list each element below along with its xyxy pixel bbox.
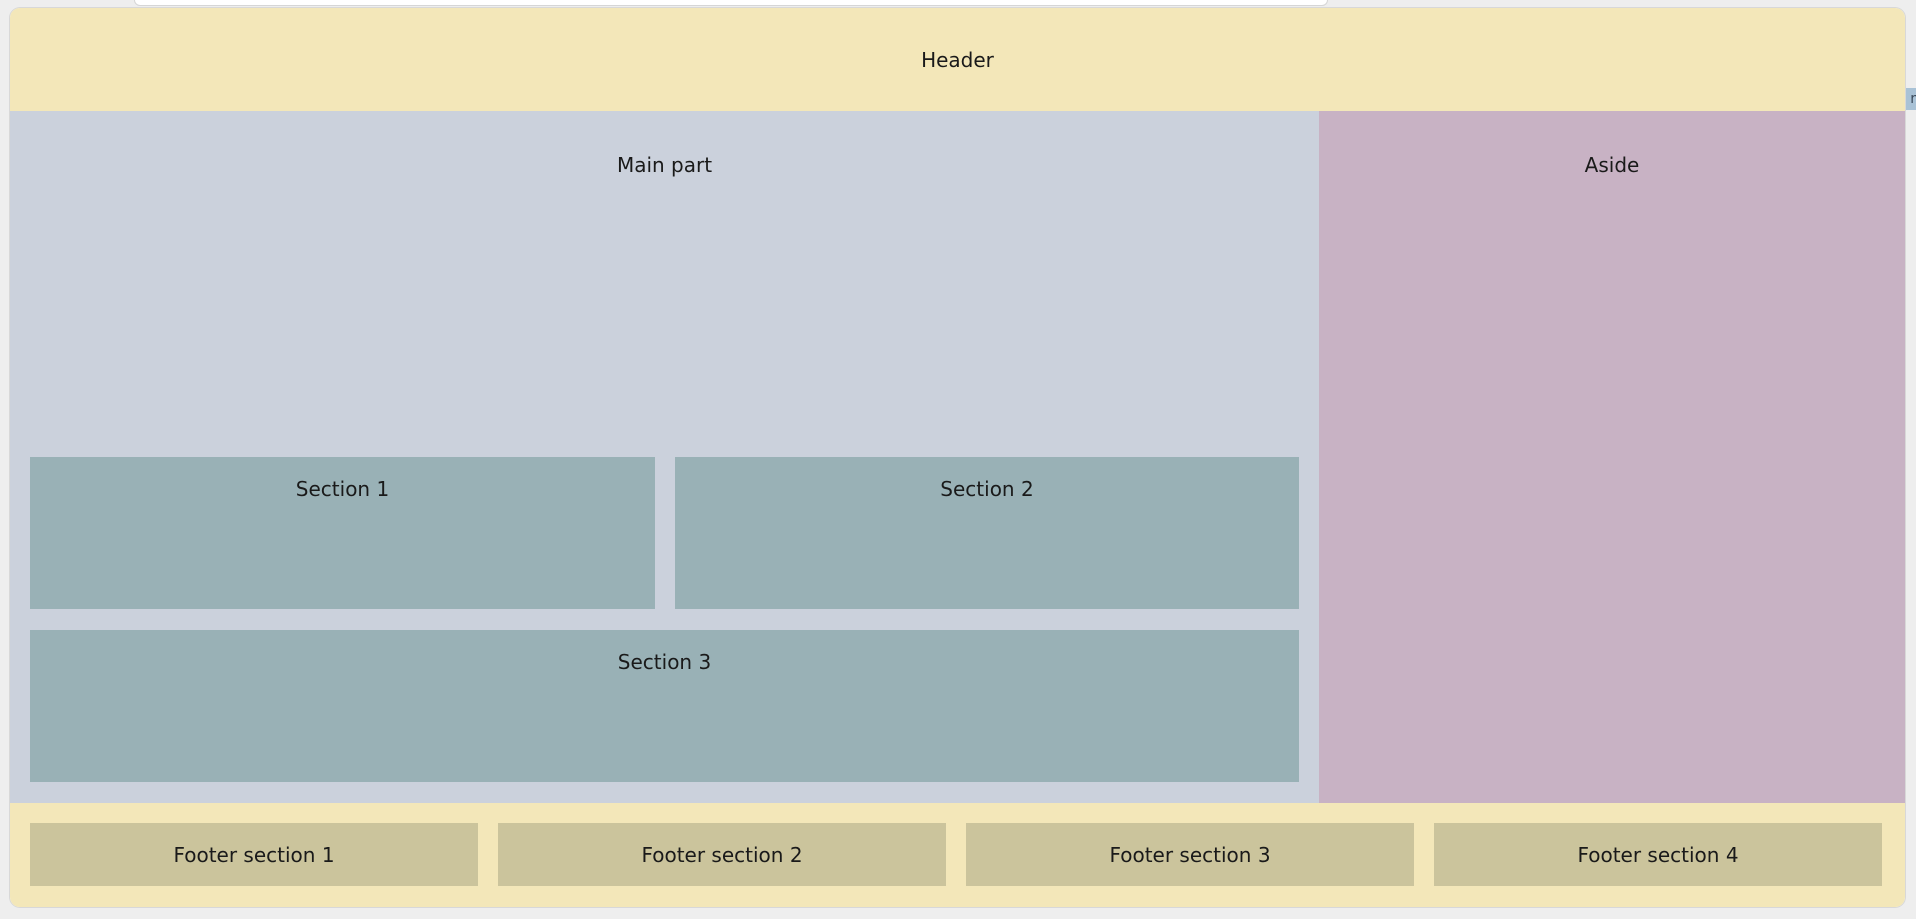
section-2-label: Section 2 <box>940 477 1034 501</box>
footer-section-1: Footer section 1 <box>30 823 478 886</box>
header-title: Header <box>921 47 994 72</box>
footer-section-4-label: Footer section 4 <box>1577 842 1739 867</box>
section-1-label: Section 1 <box>295 477 390 501</box>
section-1: Section 1 <box>30 457 655 609</box>
aside: Aside <box>1319 111 1905 803</box>
main-part-title: Main part <box>616 153 713 177</box>
page-header: Header <box>10 8 1905 111</box>
footer-section-4: Footer section 4 <box>1434 823 1882 886</box>
aside-title: Aside <box>1584 153 1640 177</box>
section-3: Section 3 <box>30 630 1299 782</box>
section-3-label: Section 3 <box>617 650 712 674</box>
main-part: Main part Section 1 Section 2 Section 3 <box>10 111 1319 803</box>
footer-section-1-label: Footer section 1 <box>173 842 335 867</box>
top-panel-edge <box>134 0 1328 6</box>
footer-section-3-label: Footer section 3 <box>1109 842 1271 867</box>
footer-section-3: Footer section 3 <box>966 823 1414 886</box>
footer-section-2-label: Footer section 2 <box>641 842 803 867</box>
page-layout: Header Main part Section 1 Section 2 Sec… <box>10 8 1905 907</box>
section-2: Section 2 <box>675 457 1299 609</box>
page-footer: Footer section 1 Footer section 2 Footer… <box>10 803 1905 907</box>
edge-chip: r <box>1902 88 1916 110</box>
footer-section-2: Footer section 2 <box>498 823 946 886</box>
